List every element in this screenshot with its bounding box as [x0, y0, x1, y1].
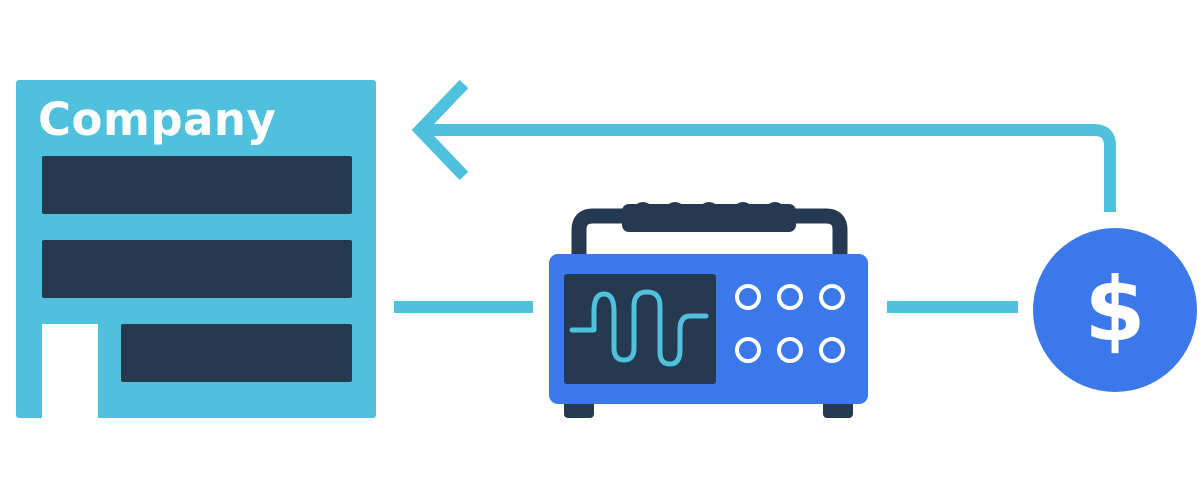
device-dial [777, 284, 803, 310]
device-dial [819, 337, 845, 363]
company-label: Company [38, 93, 277, 146]
device-dial [735, 337, 761, 363]
arrow-head [411, 79, 469, 181]
device-dial [819, 284, 845, 310]
signal-device-icon [549, 202, 868, 418]
building-floor-3 [121, 324, 352, 382]
device-dial [735, 284, 761, 310]
device-dials [735, 284, 845, 363]
building-floor-1 [42, 156, 352, 214]
dollar-symbol: $ [1084, 258, 1146, 361]
arrow-left-icon [411, 79, 1116, 212]
dollar-coin-icon [1033, 228, 1197, 392]
building-floor-2 [42, 240, 352, 298]
device-handle [571, 208, 848, 262]
return-flow-line [420, 124, 1116, 212]
device-waveform [569, 289, 709, 367]
building-icon [16, 80, 376, 420]
device-dial [777, 337, 803, 363]
building-door [42, 324, 98, 420]
